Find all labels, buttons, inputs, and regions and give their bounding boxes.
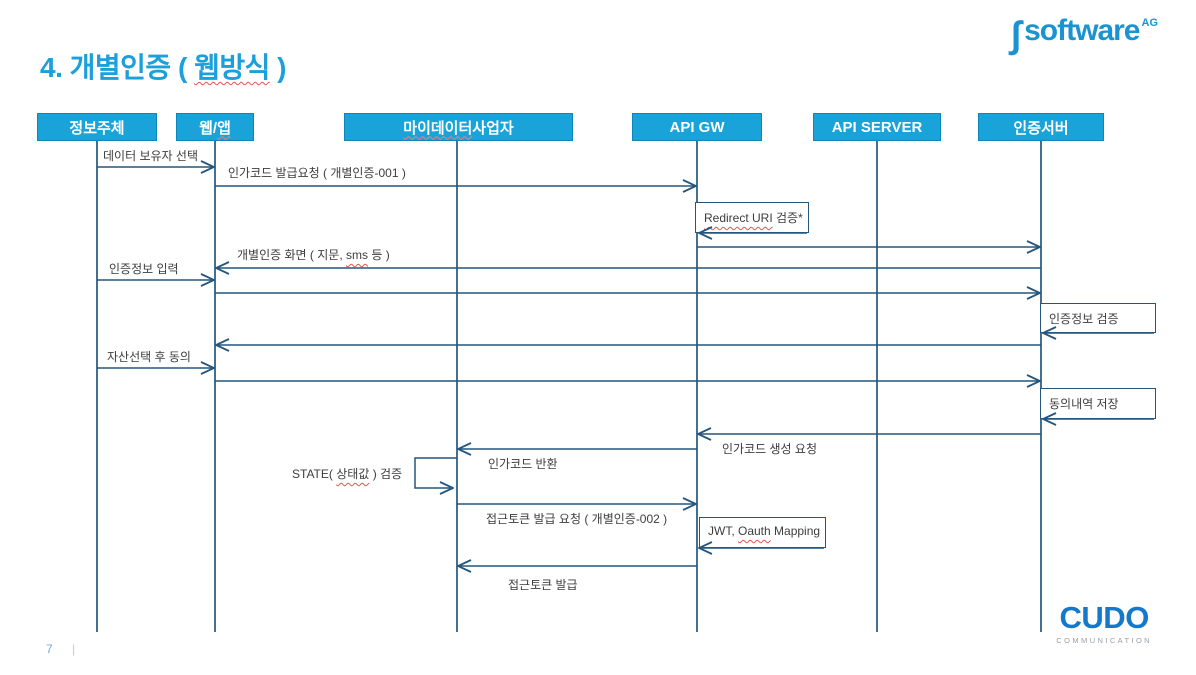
spellcheck-squiggle: 상태값 <box>336 467 370 481</box>
actor-web-app: 웹/앱 <box>176 113 254 141</box>
actor-auth-server: 인증서버 <box>978 113 1104 141</box>
cudo-subtitle: COMMUNICATION <box>1056 636 1152 645</box>
self-box-redirect-uri-verify: Redirect URI 검증* <box>695 202 809 233</box>
cudo-word: CUDO <box>1059 600 1150 635</box>
message-label-auth-code-return: 인가코드 반환 <box>488 457 558 471</box>
self-box-consent-save: 동의내역 저장 <box>1040 388 1156 419</box>
actor-info-subject: 정보주체 <box>37 113 157 141</box>
message-label-access-token-issue: 접근토큰 발급 <box>508 578 578 592</box>
page-title: 4. 개별인증 ( 웹방식 ) <box>40 52 286 83</box>
spellcheck-squiggle: Redirect URI <box>704 211 773 225</box>
spellcheck-squiggle: 마이데이터 <box>403 119 473 137</box>
self-loop-state-verify <box>414 457 457 488</box>
self-loop-label-state-verify: STATE( 상태값 ) 검증 <box>292 467 403 481</box>
software-ag-word: software <box>1024 14 1140 47</box>
message-label-select-data-holder: 데이터 보유자 선택 <box>103 149 198 163</box>
message-label-asset-select-consent: 자산선택 후 동의 <box>107 350 191 364</box>
software-ag-suffix: AG <box>1141 17 1159 29</box>
message-label-individual-auth-screen: 개별인증 화면 ( 지문, sms 등 ) <box>237 248 390 262</box>
page-number: 7 <box>46 642 53 656</box>
message-label-auth-code-generate-request: 인가코드 생성 요청 <box>722 442 817 456</box>
spellcheck-squiggle: sms <box>346 248 368 262</box>
spellcheck-squiggle: 앱 <box>217 119 231 137</box>
actor-api-server: API SERVER <box>813 113 941 141</box>
message-label-access-token-request: 접근토큰 발급 요청 ( 개별인증-002 ) <box>486 512 668 526</box>
actor-api-gw: API GW <box>632 113 762 141</box>
cudo-logo: CUDO COMMUNICATION <box>1056 602 1152 645</box>
actor-mydata-provider: 마이데이터 사업자 <box>344 113 573 141</box>
footer-separator: | <box>72 642 76 656</box>
spellcheck-squiggle: 웹방식 <box>194 52 270 83</box>
software-ag-icon: ∫ <box>1010 14 1022 55</box>
spellcheck-squiggle: Oauth <box>738 524 771 538</box>
message-label-auth-code-issue-request: 인가코드 발급요청 ( 개별인증-001 ) <box>228 166 406 180</box>
footer: 7 | <box>46 642 75 656</box>
message-label-auth-info-input: 인증정보 입력 <box>109 262 179 276</box>
